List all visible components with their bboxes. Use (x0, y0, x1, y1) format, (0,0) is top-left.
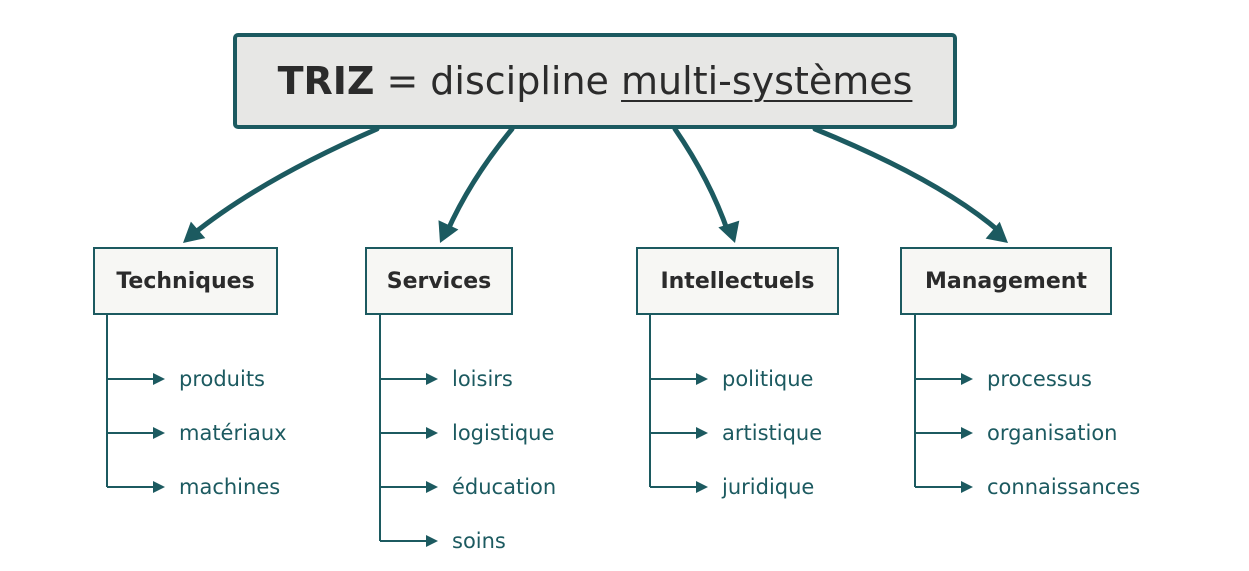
title-box: TRIZ = discipline multi-systèmes (233, 33, 957, 129)
branch-arrowhead (961, 373, 973, 385)
curved-arrow-0 (189, 126, 380, 238)
branch-arrowhead (961, 427, 973, 439)
list-item: loisirs (452, 367, 513, 391)
title-acronym: TRIZ (277, 59, 375, 103)
list-item: machines (179, 475, 281, 499)
curved-arrow-3 (812, 126, 1003, 235)
branch-arrowhead (696, 427, 708, 439)
list-item: soins (452, 529, 506, 553)
category-box-techniques: Techniques (93, 247, 278, 315)
category-box-services: Services (365, 247, 513, 315)
curved-arrow-1 (444, 126, 515, 235)
list-item: éducation (452, 475, 557, 499)
branch-arrowhead (426, 481, 438, 493)
curved-arrow-2 (672, 126, 731, 235)
branch-arrowhead (696, 481, 708, 493)
list-item: organisation (987, 421, 1118, 445)
branch-arrowhead (153, 373, 165, 385)
branch-arrowhead (426, 427, 438, 439)
arrowhead-2 (718, 220, 740, 243)
arrowhead-0 (183, 221, 206, 243)
arrowhead-3 (985, 221, 1008, 243)
list-item: artistique (722, 421, 823, 445)
category-box-management: Management (900, 247, 1112, 315)
arrowhead-1 (438, 220, 459, 243)
list-item: produits (179, 367, 265, 391)
title-equals: = (386, 59, 419, 103)
branch-arrowhead (426, 373, 438, 385)
list-item: juridique (722, 475, 815, 499)
list-item: logistique (452, 421, 555, 445)
list-item: matériaux (179, 421, 287, 445)
branch-arrowhead (153, 481, 165, 493)
branch-arrowhead (426, 535, 438, 547)
list-item: connaissances (987, 475, 1141, 499)
branch-arrowhead (696, 373, 708, 385)
list-item: politique (722, 367, 814, 391)
title-underlined: multi-systèmes (621, 59, 913, 103)
list-item: processus (987, 367, 1092, 391)
branch-arrowhead (961, 481, 973, 493)
branch-arrowhead (153, 427, 165, 439)
title-plain: discipline (430, 59, 609, 103)
category-box-intellectuels: Intellectuels (636, 247, 839, 315)
